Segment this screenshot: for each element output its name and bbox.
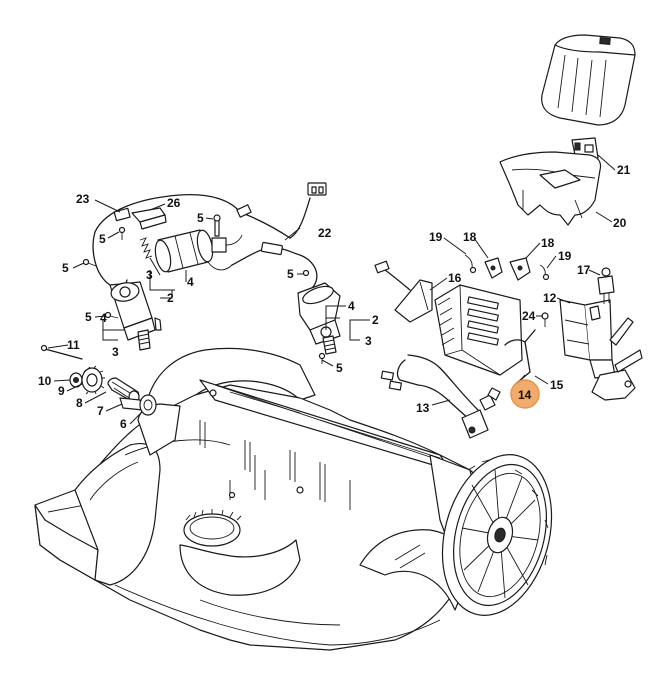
left-motor-assembly (82, 194, 243, 351)
callout-5[interactable]: 5 (287, 267, 294, 281)
control-parts (374, 254, 643, 439)
callout-10[interactable]: 10 (38, 374, 52, 388)
callout-2[interactable]: 2 (372, 313, 379, 327)
callout-2[interactable]: 2 (167, 291, 174, 305)
callout-19[interactable]: 19 (429, 230, 443, 244)
callout-3[interactable]: 3 (365, 334, 372, 348)
callout-4[interactable]: 4 (100, 311, 107, 325)
callout-19[interactable]: 19 (558, 249, 572, 263)
callout-8[interactable]: 8 (76, 396, 83, 410)
callout-5[interactable]: 5 (62, 261, 69, 275)
callout-14[interactable]: 14 (518, 388, 532, 402)
callout-5[interactable]: 5 (197, 211, 204, 225)
highlight-circle-14 (510, 379, 540, 409)
callout-17[interactable]: 17 (577, 263, 591, 277)
callout-5[interactable]: 5 (99, 232, 106, 246)
callout-22[interactable]: 22 (318, 226, 332, 240)
callout-20[interactable]: 20 (613, 216, 627, 230)
leader-lines (47, 154, 616, 425)
callout-26[interactable]: 26 (167, 196, 181, 210)
callout-6[interactable]: 6 (120, 417, 127, 431)
callout-18[interactable]: 18 (541, 236, 555, 250)
callout-13[interactable]: 13 (416, 401, 430, 415)
rear-wheel (441, 454, 553, 616)
callout-24[interactable]: 24 (522, 309, 536, 323)
callout-9[interactable]: 9 (58, 384, 65, 398)
callout-21[interactable]: 21 (617, 163, 631, 177)
callout-4[interactable]: 4 (187, 275, 194, 289)
right-motor-assembly (231, 182, 341, 364)
callout-18[interactable]: 18 (463, 230, 477, 244)
callout-23[interactable]: 23 (76, 192, 90, 206)
callout-3[interactable]: 3 (146, 268, 153, 282)
callout-5[interactable]: 5 (336, 361, 343, 375)
callout-labels: 23 26 5 5 5 5 5 5 22 3 3 3 4 4 4 2 2 11 … (38, 163, 631, 431)
mower-deck (34, 347, 481, 651)
callout-15[interactable]: 15 (550, 378, 564, 392)
callout-5[interactable]: 5 (85, 310, 92, 324)
callout-7[interactable]: 7 (97, 404, 104, 418)
callout-11[interactable]: 11 (67, 338, 80, 352)
axle-parts (40, 344, 157, 416)
callout-12[interactable]: 12 (543, 291, 557, 305)
callout-16[interactable]: 16 (448, 271, 462, 285)
callout-3[interactable]: 3 (112, 345, 119, 359)
battery-assembly (499, 34, 636, 226)
callout-4[interactable]: 4 (348, 299, 355, 313)
